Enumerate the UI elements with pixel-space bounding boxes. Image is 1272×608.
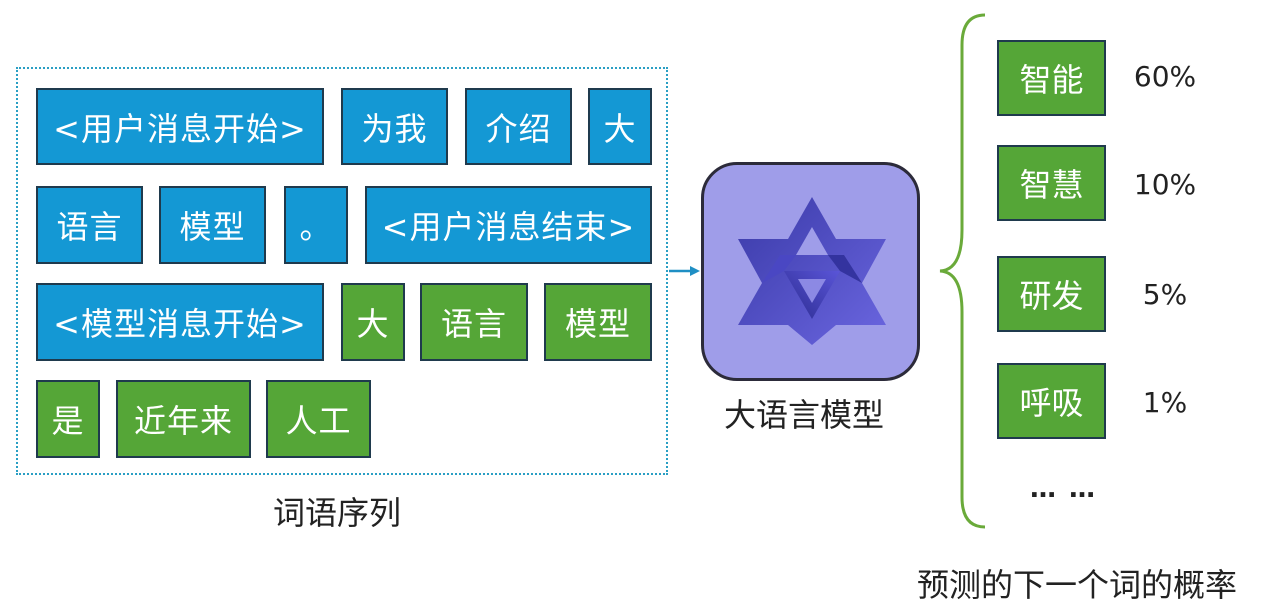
token: 为我 — [341, 88, 448, 165]
llm-model-box — [701, 162, 920, 381]
arrow-icon — [669, 266, 700, 276]
brace-icon — [939, 13, 986, 529]
predictions-caption: 预测的下一个词的概率 — [917, 566, 1238, 604]
prediction-word: 智慧 — [997, 145, 1106, 221]
token: <模型消息开始> — [36, 283, 324, 361]
prediction-prob: 1% — [1142, 386, 1188, 419]
token: 人工 — [266, 380, 371, 458]
token: <用户消息结束> — [365, 186, 652, 264]
prediction-prob: 60% — [1133, 60, 1197, 93]
token-sequence-frame — [16, 67, 668, 475]
sequence-caption: 词语序列 — [273, 494, 402, 532]
token: 。 — [284, 186, 348, 264]
prediction-word: 智能 — [997, 40, 1106, 116]
token: 模型 — [544, 283, 652, 361]
token: 大 — [341, 283, 405, 361]
token: 是 — [36, 380, 100, 458]
prediction-word: 呼吸 — [997, 363, 1106, 439]
model-label: 大语言模型 — [724, 396, 885, 434]
token: 语言 — [420, 283, 528, 361]
prediction-prob: 5% — [1142, 278, 1188, 311]
token: 大 — [588, 88, 652, 165]
prediction-ellipsis: … … — [1030, 474, 1098, 504]
llm-logo-icon — [738, 197, 886, 345]
token: 近年来 — [116, 380, 251, 458]
prediction-word: 研发 — [997, 256, 1106, 332]
prediction-prob: 10% — [1133, 168, 1197, 201]
token: 语言 — [36, 186, 143, 264]
token: <用户消息开始> — [36, 88, 324, 165]
token: 模型 — [159, 186, 266, 264]
token: 介绍 — [465, 88, 572, 165]
